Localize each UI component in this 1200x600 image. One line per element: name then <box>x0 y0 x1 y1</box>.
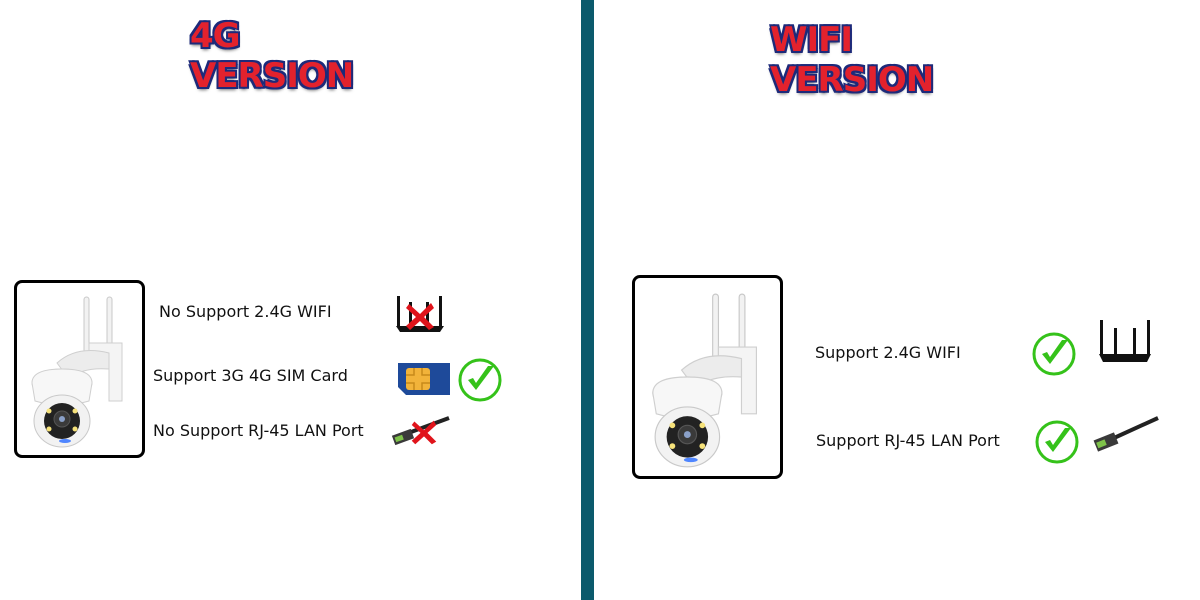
router-icon <box>1099 320 1151 362</box>
feature-label-sim-4g: Support 3G 4G SIM Card <box>153 366 348 385</box>
feature-label-wifi-4g: No Support 2.4G WIFI <box>159 302 332 321</box>
security-camera-icon <box>31 296 123 448</box>
section-divider <box>581 0 594 600</box>
feature-label-lan-4g: No Support RJ-45 LAN Port <box>153 421 364 440</box>
security-camera-icon <box>652 293 757 468</box>
feature-label-lan-wifi: Support RJ-45 LAN Port <box>816 431 1000 450</box>
title-wifi-version: WIFI VERSION <box>770 20 934 100</box>
feature-label-wifi-wifi: Support 2.4G WIFI <box>815 343 961 362</box>
cross-icon <box>406 303 434 330</box>
cross-icon <box>411 420 437 445</box>
camera-image-4g <box>14 280 145 458</box>
lan-cable-icon <box>1093 416 1159 452</box>
camera-image-wifi <box>632 275 783 479</box>
title-4g-version: 4G VERSION <box>190 16 354 96</box>
check-icon <box>1035 420 1079 464</box>
check-icon <box>1032 332 1076 376</box>
check-icon <box>458 358 502 402</box>
sim-card-icon <box>398 363 450 395</box>
